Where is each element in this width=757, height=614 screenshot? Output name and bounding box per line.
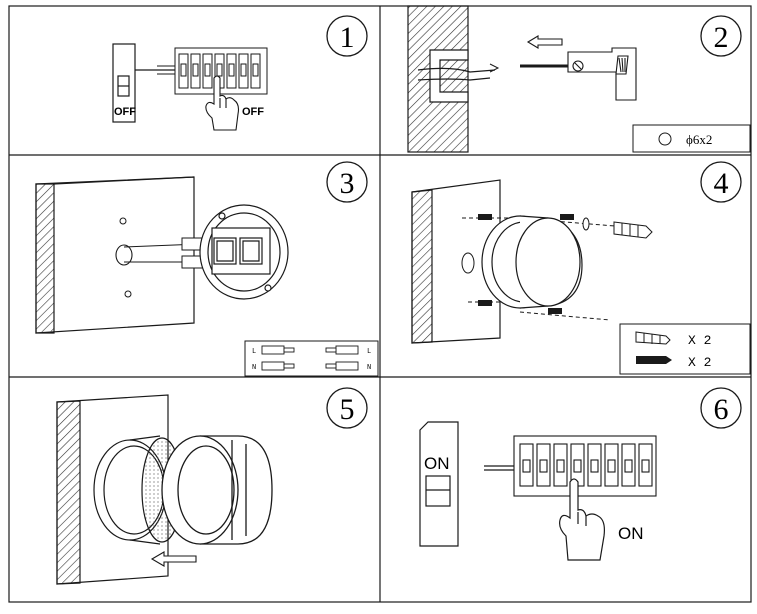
terminal-block-icon — [513, 435, 657, 497]
mounting-base-icon — [199, 204, 289, 300]
pointing-hand-icon — [205, 75, 240, 131]
step-1-number: 1 — [340, 21, 355, 54]
step-1-off-label-left: OFF — [114, 106, 136, 118]
step-3-legend-n-right: N — [367, 364, 371, 372]
terminal-block-icon — [174, 47, 268, 95]
breaker-switch-icon — [419, 421, 459, 547]
breaker-switch-icon — [112, 43, 136, 123]
wall-block — [35, 176, 195, 334]
panel-step-5: 5 — [56, 387, 368, 585]
step-1-badge — [326, 15, 368, 57]
step-4-number: 4 — [714, 167, 729, 200]
panel-step-4: 4 — [411, 161, 751, 375]
pointing-hand-icon — [559, 478, 605, 561]
panel-step-3: 3 L N L N — [35, 161, 379, 377]
step-2-legend: ϕ6x2 — [632, 124, 751, 153]
direction-arrow-icon — [150, 551, 197, 567]
step-3-legend: L N L N — [244, 340, 379, 377]
direction-arrow-icon — [526, 35, 563, 49]
step-6-on-label-left: ON — [424, 454, 450, 473]
panel-step-6: 6 ON ON — [419, 387, 742, 561]
step-3-number: 3 — [340, 167, 355, 200]
panel-step-2: 2 ϕ6x2 — [407, 5, 751, 153]
panel-step-1: 1 OFF — [112, 15, 368, 131]
step-6-number: 6 — [714, 393, 729, 426]
step-3-legend-l-right: L — [367, 348, 371, 356]
mount-hole — [124, 290, 132, 298]
mount-hole — [119, 217, 127, 225]
step-4-legend-screw-count: X 2 — [688, 355, 711, 370]
step-4-legend-plug-count: X 2 — [688, 333, 711, 348]
step-4-legend: X 2 X 2 — [619, 323, 751, 375]
step-2-legend-text: ϕ6x2 — [686, 132, 712, 147]
step-2-number: 2 — [714, 21, 729, 54]
step-5-number: 5 — [340, 393, 355, 426]
screw-icon — [478, 214, 574, 314]
lamp-body-icon — [481, 215, 583, 309]
drill-icon — [520, 47, 637, 101]
panel-grid — [8, 5, 752, 603]
step-3-legend-l-left: L — [252, 348, 256, 356]
step-4-badge — [700, 161, 742, 203]
step-3-legend-n-left: N — [252, 364, 256, 372]
step-5-badge — [326, 387, 368, 429]
wall-plug-icon — [613, 221, 653, 239]
step-6-badge — [700, 387, 742, 429]
step-6-on-label-right: ON — [618, 524, 644, 543]
step-1-off-label-right: OFF — [242, 106, 264, 118]
cover-ring-icon — [161, 435, 273, 545]
step-2-badge — [700, 15, 742, 57]
step-3-badge — [326, 161, 368, 203]
